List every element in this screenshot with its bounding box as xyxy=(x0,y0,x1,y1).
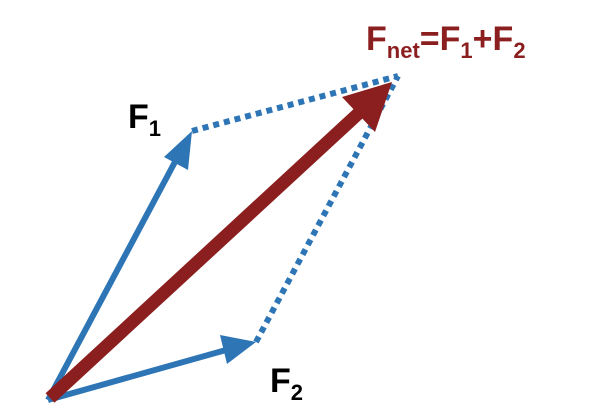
vector-fnet-arrow xyxy=(45,82,392,403)
label-f2: F2 xyxy=(270,362,304,405)
vector-f2-arrow xyxy=(47,335,256,403)
parallelogram-edge-top xyxy=(191,73,399,134)
vector-f1-arrow xyxy=(45,131,192,402)
label-f1: F1 xyxy=(128,98,162,141)
label-fnet-equation: Fnet=F1+F2 xyxy=(366,20,526,63)
